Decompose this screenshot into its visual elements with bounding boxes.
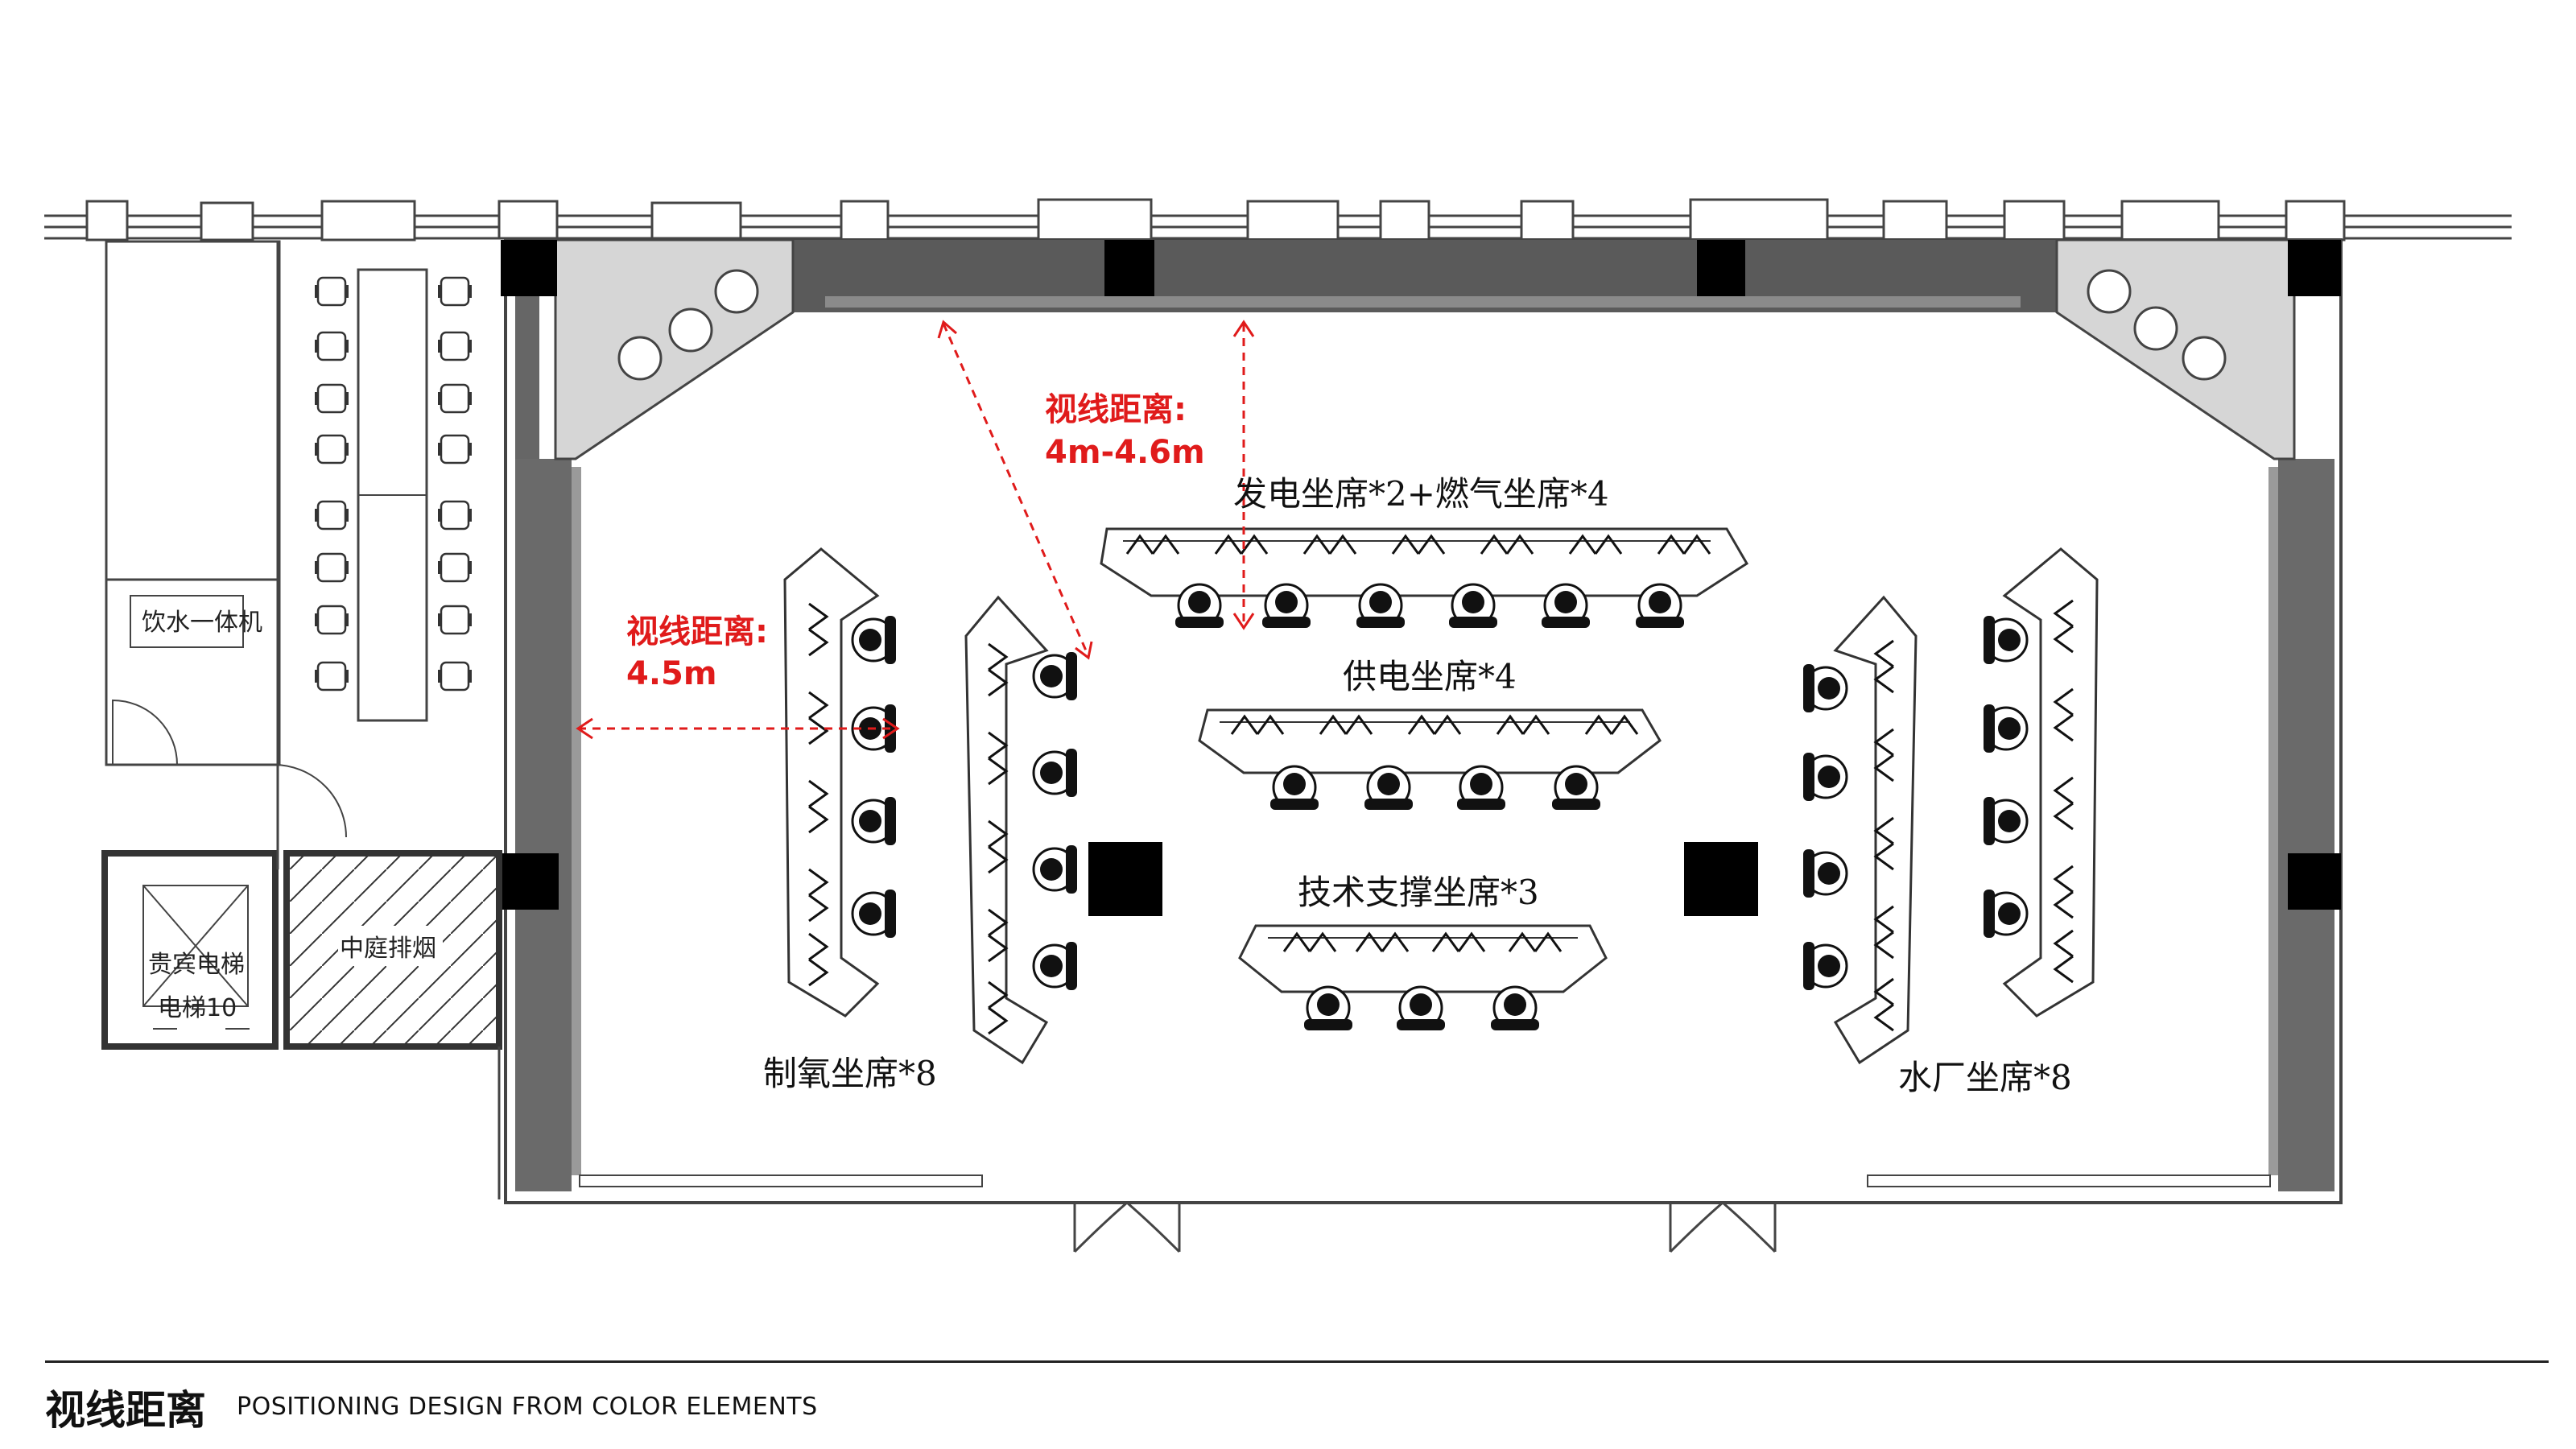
footer-subtitle: POSITIONING DESIGN FROM COLOR ELEMENTS [237,1393,818,1421]
exterior-window-wall [44,198,2512,242]
sight-line-2-value: 4.5m [626,655,717,692]
meeting-table-left-room [357,268,428,722]
meeting-chair [436,552,473,583]
left-auxiliary-rooms [101,240,502,1199]
label-power-supply-seats: 供电坐席*4 [1343,657,1517,696]
meeting-chair [436,500,473,530]
console-generation-gas [1100,527,1749,597]
label-water-dispenser: 饮水一体机 [142,609,262,637]
meeting-chair [436,605,473,635]
label-generation-gas-seats: 发电坐席*2+燃气坐席*4 [1233,474,1609,514]
corner-round-tables [617,269,2227,381]
sight-line-arrowheads [576,320,1255,740]
label-oxygen-seats: 制氧坐席*8 [763,1054,937,1093]
meeting-chair [313,331,350,361]
console-power-supply [1198,708,1662,774]
meeting-chair [436,276,473,307]
console-oxygen-outer [783,547,880,1018]
footer-divider [45,1360,2549,1363]
entrance-doors [1073,1201,1777,1253]
sight-line-1-label: 视线距离: [1045,391,1187,428]
console-oxygen-inner [964,595,1049,1065]
meeting-chair [313,661,350,691]
meeting-chair [313,383,350,414]
sight-line-1-value: 4m-4.6m [1045,434,1205,471]
meeting-chair [313,552,350,583]
label-vip-elevator: 贵宾电梯 [148,951,245,979]
meeting-chair [313,500,350,530]
label-tech-support-seats: 技术支撑坐席*3 [1298,873,1539,912]
meeting-chair [313,276,350,307]
label-atrium-smoke: 中庭排烟 [340,935,436,963]
console-water-plant-outer [2002,547,2099,1018]
label-elevator: 电梯10 [158,994,237,1022]
sight-line-2-label: 视线距离: [626,613,768,650]
meeting-chair [436,434,473,464]
meeting-chair [313,434,350,464]
structural-columns [501,240,2341,916]
meeting-chair [436,383,473,414]
label-water-plant-seats: 水厂坐席*8 [1898,1058,2072,1097]
meeting-chair [436,331,473,361]
footer-title: 视线距离 [45,1387,206,1434]
meeting-chair [313,605,350,635]
sight-line-arrows [578,323,1245,730]
meeting-chair [436,661,473,691]
